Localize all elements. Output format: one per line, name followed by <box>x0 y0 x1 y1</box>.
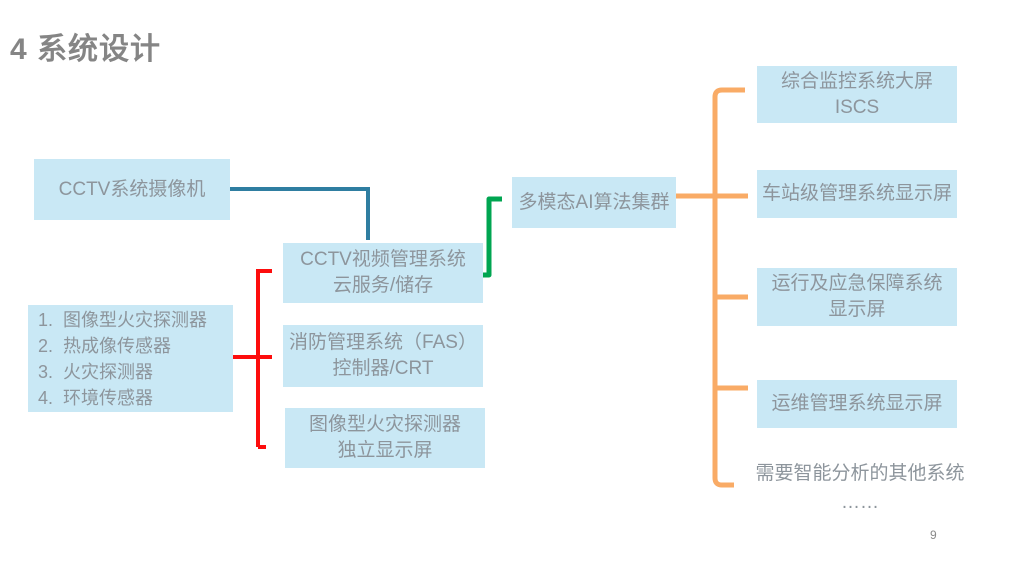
node-label: 运维管理系统显示屏 <box>771 393 943 414</box>
node-label: …… <box>841 492 879 513</box>
node-station-screen: 车站级管理系统显示屏 <box>757 170 957 218</box>
node-label: 独立显示屏 <box>337 440 433 461</box>
node-label: 车站级管理系统显示屏 <box>761 183 952 204</box>
node-label: 图像型火灾探测器 <box>308 414 461 435</box>
node-label: 云服务/储存 <box>332 275 434 296</box>
sensor-list-item: 4. 环境传感器 <box>38 387 154 408</box>
node-label: 显示屏 <box>828 299 886 320</box>
node-emergency-screen: 运行及应急保障系统 显示屏 <box>757 268 957 326</box>
arrow-ai-to-om <box>712 297 748 391</box>
node-label: 需要智能分析的其他系统 <box>755 463 965 484</box>
node-other-systems: 需要智能分析的其他系统 …… <box>753 458 967 518</box>
node-fas: 消防管理系统（FAS） 控制器/CRT <box>283 325 483 387</box>
arrow-ai-to-emergency <box>712 196 748 300</box>
arrow-sensors-to-vms <box>256 269 272 447</box>
node-label: 消防管理系统（FAS） <box>289 332 477 353</box>
sensor-list-item: 1. 图像型火灾探测器 <box>38 309 208 330</box>
slide-title: 4 系统设计 <box>10 33 162 66</box>
node-om-screen: 运维管理系统显示屏 <box>757 380 957 428</box>
node-label: 综合监控系统大屏 <box>780 70 933 92</box>
sensor-list-item: 2. 热成像传感器 <box>38 335 172 356</box>
arrow-ai-to-iscs <box>712 87 745 196</box>
node-label: 控制器/CRT <box>332 358 434 379</box>
arrow-vms-to-ai <box>483 196 502 278</box>
node-label: 运行及应急保障系统 <box>771 273 943 294</box>
page-number: 9 <box>930 528 937 542</box>
arrow-ai-to-others <box>712 388 734 488</box>
node-iscs-screen: 综合监控系统大屏 ISCS <box>757 66 957 123</box>
node-label: ISCS <box>834 96 880 118</box>
node-cctv-camera: CCTV系统摄像机 <box>34 159 230 220</box>
node-fire-detector-display: 图像型火灾探测器 独立显示屏 <box>285 408 485 468</box>
node-label: 多模态AI算法集群 <box>518 191 670 213</box>
node-cctv-vms: CCTV视频管理系统 云服务/储存 <box>283 243 483 303</box>
node-sensor-list: 1. 图像型火灾探测器 2. 热成像传感器 3. 火灾探测器 4. 环境传感器 <box>28 305 233 412</box>
arrow-camera-to-vms <box>230 187 370 240</box>
node-label: CCTV系统摄像机 <box>58 178 206 200</box>
node-ai-cluster: 多模态AI算法集群 <box>512 177 676 228</box>
sensor-list-item: 3. 火灾探测器 <box>38 361 154 382</box>
node-label: CCTV视频管理系统 <box>300 249 466 270</box>
